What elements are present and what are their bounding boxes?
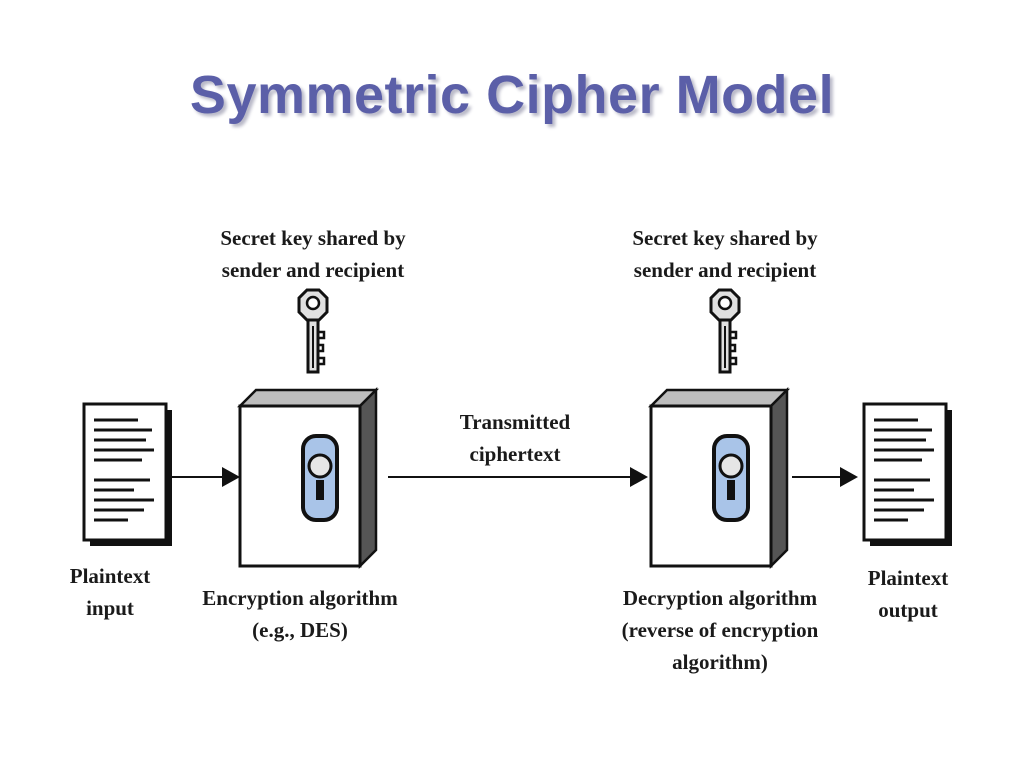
encryption-lock-icon [301,434,339,522]
key-left-icon [297,288,329,374]
plaintext-input-label: Plaintext input [69,564,151,620]
transmitted-ciphertext-label: Transmitted ciphertext [459,410,571,466]
decryption-lock-icon [712,434,750,522]
key-right-caption: Secret key shared by sender and recipien… [632,226,818,282]
arrowhead-icon [840,467,858,487]
arrowhead-icon [222,467,240,487]
key-left-caption: Secret key shared by sender and recipien… [220,226,406,282]
key-right-icon [709,288,741,374]
plaintext-output-document-icon [862,402,954,548]
arrowhead-icon [630,467,648,487]
plaintext-output-label: Plaintext output [867,566,949,622]
plaintext-input-document-icon [82,402,174,548]
encryption-algorithm-label: Encryption algorithm (e.g., DES) [202,586,398,642]
slide-title: Symmetric Cipher Model [189,65,835,125]
decryption-algorithm-label: Decryption algorithm (reverse of encrypt… [621,586,819,674]
